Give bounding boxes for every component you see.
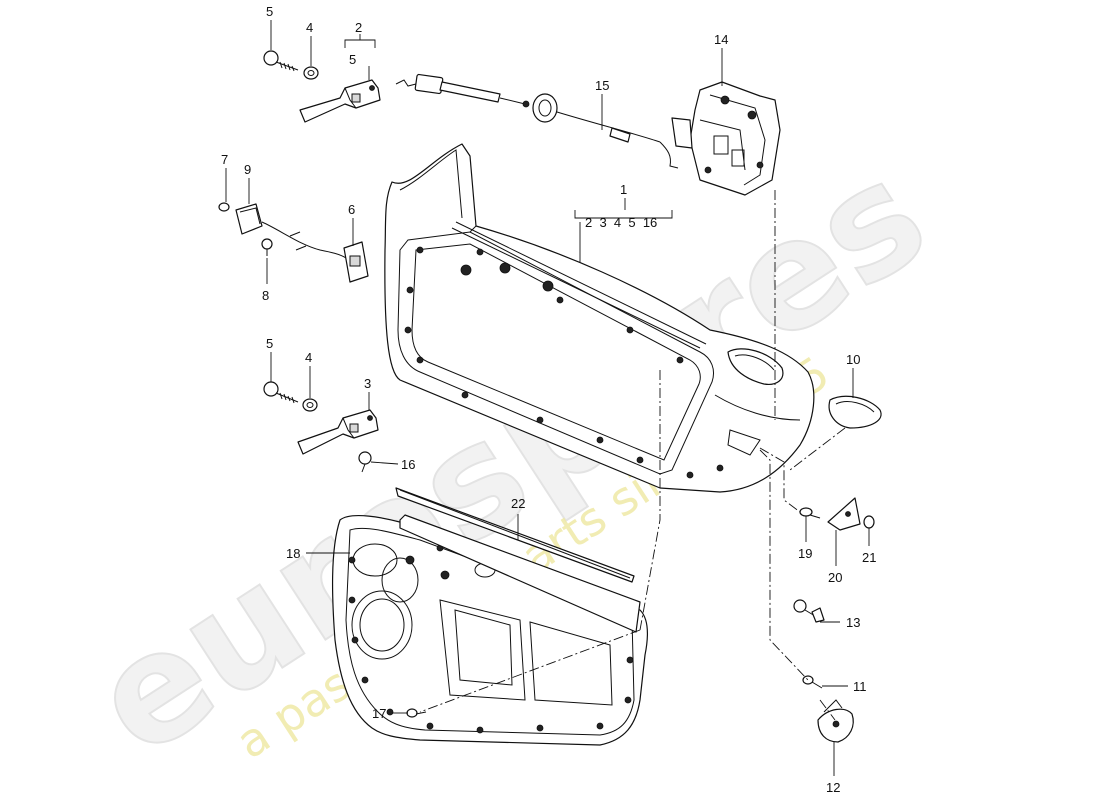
callout-5-lower: 5	[266, 336, 273, 351]
door-trim-carrier[interactable]	[331, 514, 648, 746]
callout-20: 20	[828, 570, 842, 585]
screw-21[interactable]	[863, 515, 875, 529]
seal-strip[interactable]	[395, 487, 635, 583]
callout-19: 19	[798, 546, 812, 561]
callout-13: 13	[846, 615, 860, 630]
callout-21: 21	[862, 550, 876, 565]
screw-11[interactable]	[802, 675, 823, 689]
callout-8: 8	[262, 288, 269, 303]
callout-14: 14	[714, 32, 728, 47]
callout-5-upper: 5	[266, 4, 273, 19]
callout-15: 15	[595, 78, 609, 93]
callout-12: 12	[826, 780, 840, 795]
callout-22: 22	[511, 496, 525, 511]
screw-19[interactable]	[799, 507, 821, 519]
leader-lines	[225, 20, 870, 776]
callout-1-sub: 2 3 4 5 16	[585, 215, 657, 230]
callout-2: 2	[355, 20, 362, 35]
door-check-lower[interactable]	[297, 409, 379, 455]
switch-6[interactable]	[261, 221, 369, 283]
callout-1: 1	[620, 182, 627, 197]
screw-8[interactable]	[261, 238, 273, 256]
callout-7: 7	[221, 152, 228, 167]
callout-3: 3	[364, 376, 371, 391]
bracket-20[interactable]	[827, 497, 861, 531]
callout-4-upper: 4	[306, 20, 313, 35]
callout-18: 18	[286, 546, 300, 561]
callout-6: 6	[348, 202, 355, 217]
callout-10: 10	[846, 352, 860, 367]
callout-17: 17	[372, 706, 386, 721]
screw-16[interactable]	[358, 451, 372, 473]
nut-4-lower[interactable]	[302, 398, 318, 412]
grommet-9[interactable]	[235, 203, 263, 235]
striker-12[interactable]	[817, 699, 854, 743]
door-lock[interactable]	[671, 81, 781, 196]
door-shell[interactable]	[384, 143, 815, 493]
callout-9: 9	[244, 162, 251, 177]
callout-labels: 5 4 2 5 7 9 6 8 5 4 3 16 1 2 3 4 5 16 14…	[221, 4, 876, 795]
screw-17[interactable]	[406, 708, 427, 718]
screw-13[interactable]	[793, 599, 825, 623]
callout-16: 16	[401, 457, 415, 472]
callout-4-lower: 4	[305, 350, 312, 365]
release-cable[interactable]	[395, 73, 679, 169]
screw-5-upper[interactable]	[263, 50, 299, 72]
cover-10[interactable]	[828, 395, 882, 429]
nut-4-upper[interactable]	[303, 66, 319, 80]
nut-7[interactable]	[218, 202, 230, 212]
alignment-lines	[419, 190, 846, 721]
callout-2-sub: 5	[349, 52, 356, 67]
door-check-upper[interactable]	[299, 79, 381, 123]
screw-5-lower[interactable]	[263, 381, 299, 404]
callout-11: 11	[853, 679, 867, 694]
